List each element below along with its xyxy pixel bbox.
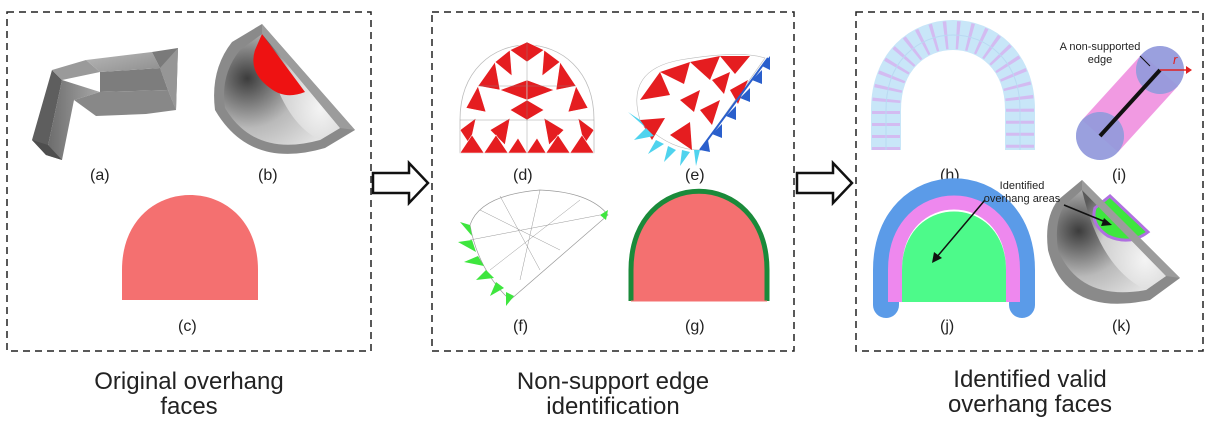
- arrow-to-area-j: [935, 199, 986, 259]
- label-g: (g): [685, 318, 705, 335]
- label-e: (e): [685, 167, 705, 184]
- caption-1-line2: faces: [160, 393, 217, 420]
- caption-2-line1: Non-support edge: [517, 368, 709, 395]
- panel-original-overhang: (a) (b) (c): [6, 11, 372, 352]
- label-b: (b): [258, 167, 278, 184]
- annotation-areas-line2: overhang areas: [984, 193, 1061, 205]
- part-b-image: [214, 24, 355, 154]
- arrow-2-icon: [795, 159, 854, 207]
- caption-2-line2: identification: [546, 393, 679, 420]
- swept-circle-i: [1076, 46, 1192, 160]
- caption-3-line1: Identified valid: [953, 366, 1106, 393]
- panel-2-frame: [431, 11, 795, 352]
- label-d: (d): [513, 167, 533, 184]
- label-f: (f): [513, 318, 528, 335]
- annotation-edge-line1: A non-supported: [1060, 41, 1141, 53]
- caption-3-line2: overhang faces: [948, 391, 1112, 418]
- label-c: (c): [178, 318, 197, 335]
- panel-valid-overhang: (h) A non-supported edge r (i) (j): [855, 11, 1204, 352]
- part-a-image: [32, 48, 178, 160]
- annotation-radius: r: [1173, 52, 1178, 67]
- annotation-edge-line2: edge: [1088, 54, 1112, 66]
- caption-1-line1: Original overhang: [94, 368, 283, 395]
- arch-circles-h: [871, 20, 1035, 150]
- overhang-face-c: [122, 195, 258, 300]
- identified-area-j: [873, 178, 1035, 318]
- label-j: (j): [940, 318, 954, 335]
- mesh-e-image: [628, 54, 770, 166]
- panel-1-frame: [6, 11, 372, 352]
- label-i: (i): [1112, 167, 1126, 184]
- panel-3-frame: [855, 11, 1204, 352]
- arrow-1-icon: [371, 159, 430, 207]
- annotation-areas-line1: Identified: [1000, 180, 1045, 192]
- mesh-d-image: [459, 41, 595, 154]
- label-a: (a): [90, 167, 110, 184]
- mesh-f-image: [458, 189, 609, 306]
- face-with-boundary-g: [628, 188, 770, 301]
- label-k: (k): [1112, 318, 1131, 335]
- bowl-k-image: [1047, 180, 1180, 304]
- arrow-to-area-k: [1063, 204, 1109, 224]
- panel-non-support-edge: (d): [431, 11, 795, 352]
